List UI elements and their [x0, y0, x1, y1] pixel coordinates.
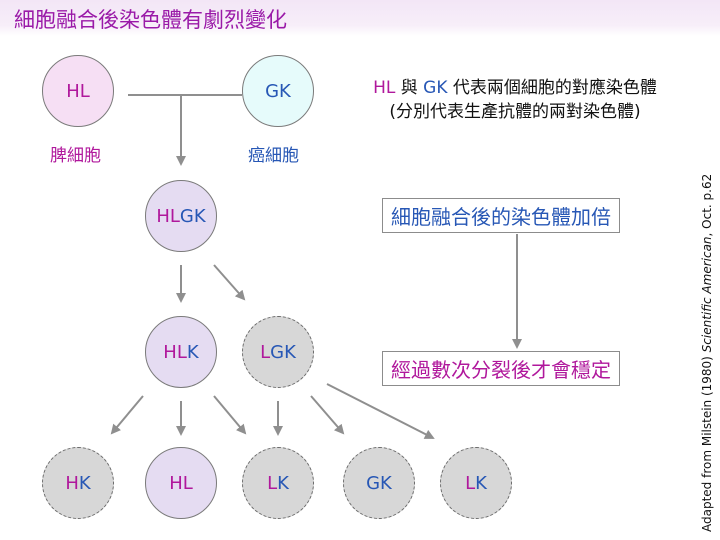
- box-chromosome-doubled: 細胞融合後的染色體加倍: [382, 198, 620, 233]
- node-hk-k: K: [78, 472, 91, 494]
- node-hl-parent: HL: [42, 55, 114, 127]
- legend-and: 與: [395, 78, 424, 98]
- node-gk-child-text: GK: [366, 472, 392, 494]
- node-gk-text: GK: [265, 80, 291, 102]
- label-spleen-cell: 脾細胞: [50, 146, 101, 166]
- node-hl-child-text: HL: [169, 472, 193, 494]
- node-hl-text: HL: [66, 80, 90, 102]
- node-hlgk-hl: HL: [156, 205, 180, 227]
- node-hlk-k: K: [186, 341, 199, 363]
- node-lk-2-k: K: [475, 472, 487, 494]
- node-hk-h: H: [65, 472, 79, 494]
- legend-text: HL 與 GK 代表兩個細胞的對應染色體 (分別代表生產抗體的兩對染色體): [350, 76, 680, 124]
- legend-line1-rest: 代表兩個細胞的對應染色體: [447, 78, 657, 98]
- node-gk-child: GK: [343, 447, 415, 519]
- node-lk-1-l: L: [267, 472, 278, 494]
- label-cancer-cell: 癌細胞: [248, 146, 299, 166]
- legend-hl: HL: [373, 78, 396, 98]
- node-hl-child: HL: [145, 447, 217, 519]
- node-lgk-gk: GK: [270, 341, 296, 363]
- node-hlgk-gk: GK: [179, 205, 206, 227]
- box-stable-after-division: 經過數次分裂後才會穩定: [382, 351, 620, 386]
- legend-gk: GK: [423, 78, 448, 98]
- source-citation: Adapted from Milstein (1980) Scientific …: [700, 174, 714, 532]
- arrow-hlk-lk: [213, 395, 247, 435]
- slide-title: 細胞融合後染色體有劇烈變化: [14, 8, 287, 32]
- legend-line-1: HL 與 GK 代表兩個細胞的對應染色體: [350, 76, 680, 100]
- source-prefix: Adapted from Milstein (1980): [700, 352, 714, 532]
- node-gk-parent: GK: [242, 55, 314, 127]
- title-bar: 細胞融合後染色體有劇烈變化: [0, 0, 720, 36]
- arrow-hlk-hk: [110, 395, 144, 435]
- source-suffix: , Oct. p.62: [700, 173, 714, 237]
- node-lgk-l: L: [260, 341, 271, 363]
- arrow-hlgk-lgk: [213, 264, 246, 301]
- node-lk-2-l: L: [465, 472, 476, 494]
- node-hlk-hl: HL: [163, 341, 187, 363]
- node-lk-1-k: K: [277, 472, 289, 494]
- arrow-lgk-lk2: [326, 383, 435, 439]
- source-journal: Scientific American: [700, 236, 714, 353]
- arrow-lgk-gk: [310, 395, 345, 435]
- legend-line-2: (分別代表生產抗體的兩對染色體): [389, 102, 641, 122]
